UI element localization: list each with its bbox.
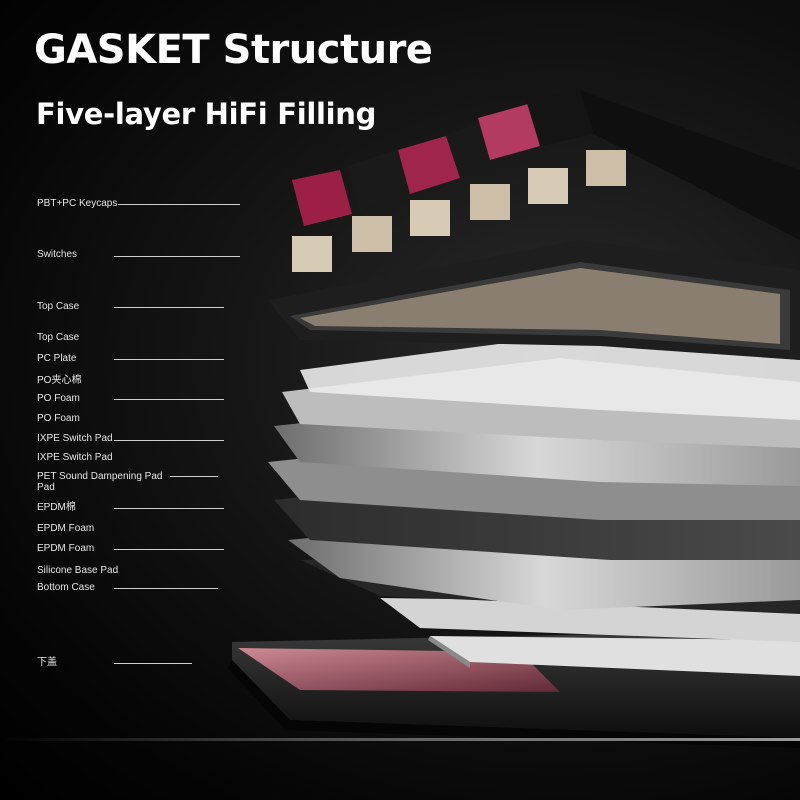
layer-top-case [268, 240, 800, 360]
ground-line [0, 738, 800, 741]
leader-line [114, 663, 192, 664]
leader-line [114, 549, 224, 550]
layer-pc-plate [282, 336, 800, 448]
leader-line [114, 508, 224, 509]
leader-line [114, 307, 224, 308]
leader-line [114, 440, 224, 441]
layer-silicone-base-pad [428, 636, 800, 676]
label-bottom-case-cn: 下盖 [37, 657, 57, 668]
label-pbt-pc-keycaps: PBT+PC Keycaps [37, 198, 118, 209]
label-top-case-2: Top Case [37, 332, 80, 343]
label-silicone-base-pad: Silicone Base Pad [37, 565, 119, 576]
leader-line [118, 204, 240, 205]
leader-line [114, 399, 224, 400]
label-ixpe-switch-pad: IXPE Switch Pad [37, 433, 113, 444]
leader-line [114, 359, 224, 360]
page-subtitle: Five-layer HiFi Filling [36, 97, 377, 131]
label-po-foam-cn: PO夹心棉 [37, 375, 82, 386]
label-epdm-cn: EPDM棉 [37, 502, 76, 513]
layer-switches [292, 150, 626, 272]
label-top-case: Top Case [37, 301, 80, 312]
page-title: GASKET Structure [34, 27, 433, 73]
leader-line [170, 476, 218, 477]
label-switches: Switches [37, 249, 78, 260]
leader-line [114, 588, 218, 589]
label-epdm-foam-2: EPDM Foam [37, 543, 95, 554]
label-epdm-foam: EPDM Foam [37, 523, 95, 534]
label-bottom-case: Bottom Case [37, 582, 95, 593]
label-po-foam: PO Foam [37, 393, 80, 404]
leader-line [114, 256, 240, 257]
layer-keycaps [292, 90, 800, 240]
label-pet-sound-dampening-pad: PET Sound Dampening Pad [37, 471, 163, 482]
label-pad: Pad [37, 482, 55, 493]
label-ixpe-switch-pad-2: IXPE Switch Pad [37, 452, 113, 463]
label-po-foam-2: PO Foam [37, 413, 80, 424]
label-pc-plate: PC Plate [37, 353, 77, 364]
